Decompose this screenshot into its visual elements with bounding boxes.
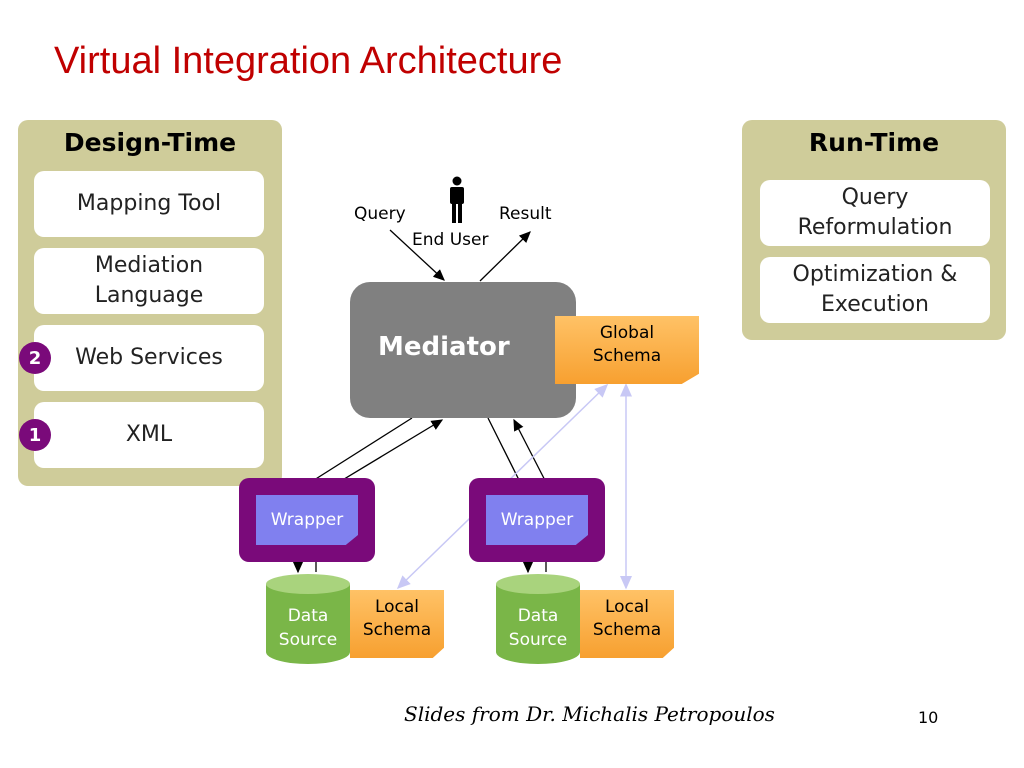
query-label: Query	[354, 204, 406, 224]
global-schema-note: Global Schema	[555, 316, 699, 384]
wrapper-label: Wrapper	[270, 510, 344, 530]
wrapper-box: Wrapper	[256, 495, 358, 545]
mediator-box: Mediator	[350, 282, 576, 418]
design-item-xml: XML	[34, 402, 264, 468]
wrapper-label: Wrapper	[500, 510, 574, 530]
run-item-label: Optimization & Execution	[792, 262, 958, 317]
design-item-label: Web Services	[75, 345, 223, 370]
local-schema-label: Local Schema	[592, 597, 662, 640]
result-label: Result	[499, 204, 552, 224]
data-source-label: Data Source	[508, 606, 568, 650]
query-arrow	[389, 229, 445, 281]
design-item-mapping-tool: Mapping Tool	[34, 171, 264, 237]
wrapper-box: Wrapper	[486, 495, 588, 545]
number-badge: 2	[19, 342, 51, 374]
local-schema-note: Local Schema	[350, 590, 444, 658]
database-icon	[496, 574, 580, 664]
design-item-label: XML	[125, 422, 173, 447]
design-item-label: Mapping Tool	[76, 191, 222, 216]
slide-credit: Slides from Dr. Michalis Petropoulos	[404, 702, 775, 726]
design-time-title: Design-Time	[63, 128, 237, 157]
slide-title: Virtual Integration Architecture	[54, 40, 563, 82]
number-badge: 1	[19, 419, 51, 451]
database-icon	[266, 574, 350, 664]
design-item-label: Mediation Language	[94, 253, 204, 308]
result-arrow	[479, 231, 531, 282]
local-schema-label: Local Schema	[362, 597, 432, 640]
data-source-label: Data Source	[278, 606, 338, 650]
global-schema-label: Global Schema	[592, 323, 662, 366]
run-time-title: Run-Time	[808, 128, 940, 157]
mediator-label: Mediator	[378, 332, 510, 362]
run-item-query-reformulation: Query Reformulation	[760, 180, 990, 246]
local-schema-note: Local Schema	[580, 590, 674, 658]
person-icon	[450, 176, 464, 223]
end-user-label: End User	[412, 230, 489, 250]
design-item-web-services: Web Services	[34, 325, 264, 391]
run-item-optimization-execution: Optimization & Execution	[760, 257, 990, 323]
run-item-label: Query Reformulation	[797, 185, 953, 240]
design-item-mediation-language: Mediation Language	[34, 248, 264, 314]
page-number: 10	[918, 708, 939, 727]
